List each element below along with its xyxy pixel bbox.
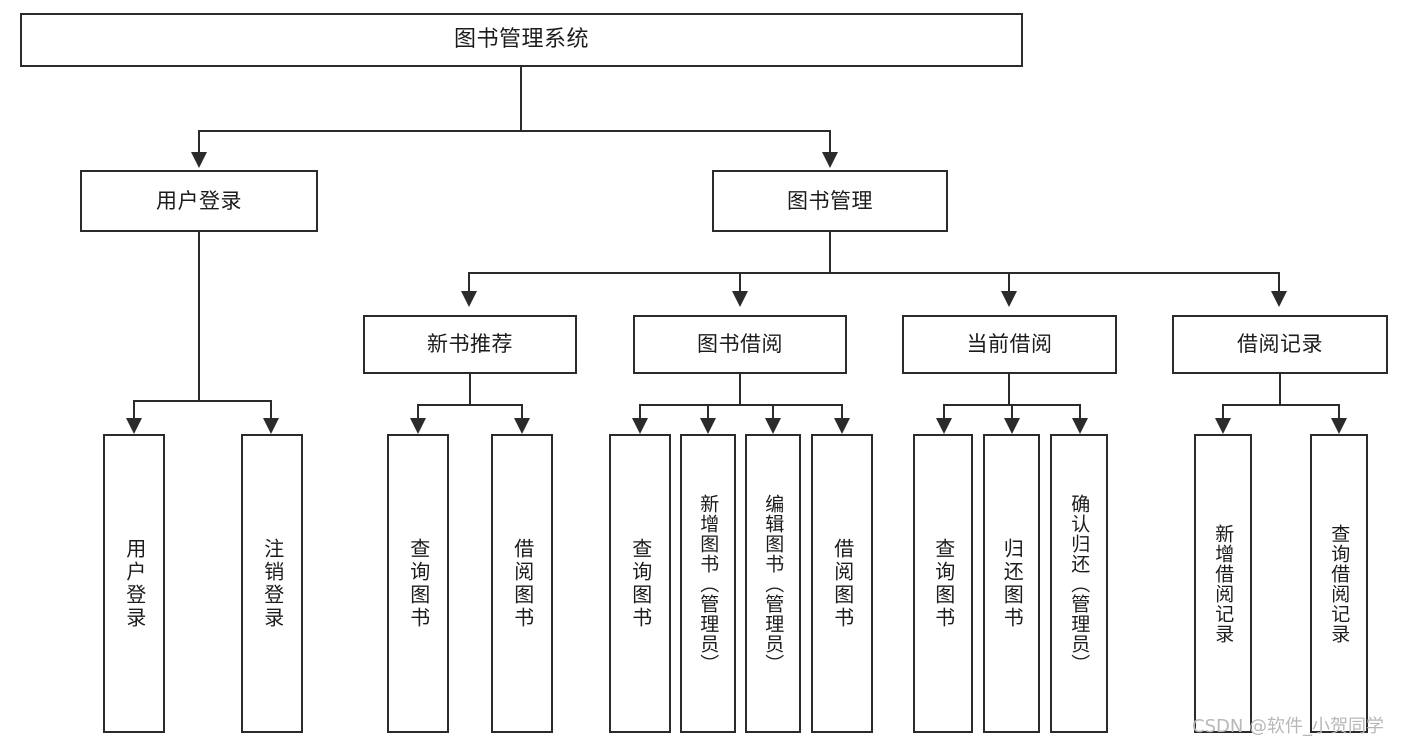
leaf-query-book-current[interactable]: 查询图书 bbox=[913, 434, 973, 733]
arrow-bm-to-current-borrow bbox=[1001, 291, 1017, 307]
node-label: 编辑图书（管理员） bbox=[762, 493, 785, 674]
connector-book-borrow-stem bbox=[739, 374, 741, 405]
connector-book-manage-stem bbox=[829, 232, 831, 273]
connector-book-manage-bus bbox=[468, 272, 1278, 274]
arrow-book-borrow-leaf-1 bbox=[632, 418, 648, 434]
node-borrow-record[interactable]: 借阅记录 bbox=[1172, 315, 1388, 374]
arrow-bm-to-book-borrow bbox=[732, 291, 748, 307]
node-label: 查询借阅记录 bbox=[1328, 523, 1351, 644]
connector-bm-to-book-borrow bbox=[739, 272, 741, 295]
leaf-borrow-book[interactable]: 借阅图书 bbox=[811, 434, 873, 733]
leaf-query-borrow-record[interactable]: 查询借阅记录 bbox=[1310, 434, 1368, 733]
connector-root-to-user-login bbox=[198, 130, 200, 156]
arrow-bm-to-new-book bbox=[461, 291, 477, 307]
leaf-query-book-borrow[interactable]: 查询图书 bbox=[609, 434, 671, 733]
connector-book-borrow-bus bbox=[639, 404, 842, 406]
arrow-borrow-record-leaf-1 bbox=[1215, 418, 1231, 434]
connector-user-login-stem bbox=[198, 232, 200, 400]
leaf-edit-book-admin[interactable]: 编辑图书（管理员） bbox=[745, 434, 801, 733]
node-label: 查询图书 bbox=[406, 537, 431, 630]
leaf-add-borrow-record[interactable]: 新增借阅记录 bbox=[1194, 434, 1252, 733]
connector-current-borrow-drop-1 bbox=[943, 404, 945, 422]
connector-book-borrow-drop-2 bbox=[707, 404, 709, 422]
connector-current-borrow-drop-3 bbox=[1079, 404, 1081, 422]
node-label: 查询图书 bbox=[931, 537, 956, 630]
arrow-new-book-leaf-2 bbox=[514, 418, 530, 434]
arrow-borrow-record-leaf-2 bbox=[1331, 418, 1347, 434]
node-current-borrow[interactable]: 当前借阅 bbox=[902, 315, 1117, 374]
connector-book-borrow-drop-1 bbox=[639, 404, 641, 422]
connector-new-book-bus bbox=[417, 404, 522, 406]
node-label: 当前借阅 bbox=[966, 332, 1053, 357]
connector-user-login-drop-2 bbox=[270, 400, 272, 422]
arrow-current-borrow-leaf-3 bbox=[1072, 418, 1088, 434]
leaf-add-book-admin[interactable]: 新增图书（管理员） bbox=[680, 434, 736, 733]
connector-borrow-record-bus bbox=[1222, 404, 1339, 406]
arrow-book-borrow-leaf-3 bbox=[765, 418, 781, 434]
connector-root-bus bbox=[198, 130, 830, 132]
connector-borrow-record-drop-1 bbox=[1222, 404, 1224, 422]
node-label: 用户登录 bbox=[156, 188, 242, 213]
leaf-confirm-return-admin[interactable]: 确认归还（管理员） bbox=[1050, 434, 1108, 733]
connector-root-stem bbox=[520, 67, 522, 130]
node-label: 图书管理 bbox=[787, 188, 873, 213]
connector-book-borrow-drop-3 bbox=[772, 404, 774, 422]
arrow-user-login-leaf-1 bbox=[126, 418, 142, 434]
connector-root-to-book-manage bbox=[829, 130, 831, 156]
connector-current-borrow-drop-2 bbox=[1011, 404, 1013, 422]
node-label: 确认归还（管理员） bbox=[1068, 493, 1091, 674]
leaf-query-book-recommend[interactable]: 查询图书 bbox=[387, 434, 449, 733]
node-label: 注销登录 bbox=[260, 537, 285, 630]
node-label: 图书管理系统 bbox=[453, 27, 589, 53]
arrow-current-borrow-leaf-2 bbox=[1004, 418, 1020, 434]
node-label: 新增图书（管理员） bbox=[697, 493, 720, 674]
node-label: 借阅图书 bbox=[830, 537, 855, 630]
connector-borrow-record-drop-2 bbox=[1338, 404, 1340, 422]
connector-bm-to-new-book bbox=[468, 272, 470, 295]
leaf-borrow-book-recommend[interactable]: 借阅图书 bbox=[491, 434, 553, 733]
arrow-bm-to-borrow-record bbox=[1271, 291, 1287, 307]
leaf-user-login[interactable]: 用户登录 bbox=[103, 434, 165, 733]
watermark-text: CSDN @软件_小贺同学 bbox=[1192, 716, 1385, 737]
node-label: 借阅图书 bbox=[510, 537, 535, 630]
connector-new-book-drop-2 bbox=[521, 404, 523, 422]
arrow-book-borrow-leaf-4 bbox=[834, 418, 850, 434]
node-label: 查询图书 bbox=[628, 537, 653, 630]
connector-current-borrow-stem bbox=[1008, 374, 1010, 405]
node-label: 用户登录 bbox=[122, 537, 147, 630]
connector-borrow-record-stem bbox=[1279, 374, 1281, 405]
node-label: 借阅记录 bbox=[1237, 332, 1323, 357]
leaf-logout-login[interactable]: 注销登录 bbox=[241, 434, 303, 733]
connector-new-book-drop-1 bbox=[417, 404, 419, 422]
node-label: 新增借阅记录 bbox=[1212, 523, 1235, 644]
arrow-root-to-book-manage bbox=[822, 152, 838, 168]
arrow-root-to-user-login bbox=[191, 152, 207, 168]
connector-new-book-stem bbox=[469, 374, 471, 405]
node-new-book-recommend[interactable]: 新书推荐 bbox=[363, 315, 577, 374]
node-book-management[interactable]: 图书管理 bbox=[712, 170, 948, 232]
arrow-book-borrow-leaf-2 bbox=[700, 418, 716, 434]
node-label: 图书借阅 bbox=[697, 332, 783, 357]
node-user-login[interactable]: 用户登录 bbox=[80, 170, 318, 232]
node-label: 新书推荐 bbox=[427, 332, 513, 357]
connector-bm-to-current-borrow bbox=[1008, 272, 1010, 295]
connector-user-login-bus bbox=[133, 400, 271, 402]
connector-user-login-drop-1 bbox=[133, 400, 135, 422]
connector-book-borrow-drop-4 bbox=[841, 404, 843, 422]
node-root-book-management-system[interactable]: 图书管理系统 bbox=[20, 13, 1023, 67]
arrow-current-borrow-leaf-1 bbox=[936, 418, 952, 434]
arrow-new-book-leaf-1 bbox=[410, 418, 426, 434]
connector-bm-to-borrow-record bbox=[1278, 272, 1280, 295]
arrow-user-login-leaf-2 bbox=[263, 418, 279, 434]
node-book-borrow[interactable]: 图书借阅 bbox=[633, 315, 847, 374]
leaf-return-book[interactable]: 归还图书 bbox=[983, 434, 1040, 733]
node-label: 归还图书 bbox=[1000, 537, 1025, 630]
